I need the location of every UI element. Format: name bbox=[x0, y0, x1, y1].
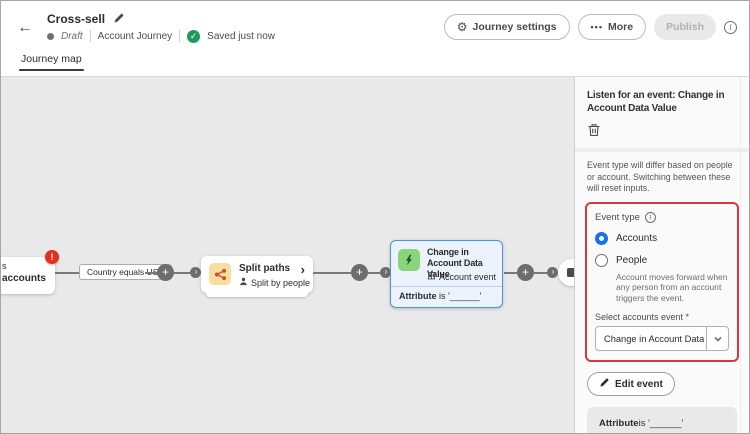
split-paths-node[interactable]: Split paths › Split by people bbox=[201, 256, 313, 297]
saved-status: Saved just now bbox=[207, 30, 275, 42]
edit-title-button[interactable] bbox=[113, 12, 125, 27]
account-building-icon bbox=[427, 271, 436, 282]
journey-title: Cross-sell bbox=[47, 12, 106, 26]
divider bbox=[391, 286, 502, 287]
entry-node-title-fragment: s bbox=[2, 261, 7, 271]
connector-line bbox=[504, 272, 517, 274]
radio-selected-icon bbox=[595, 231, 608, 245]
event-node-subtitle: Account event bbox=[439, 271, 497, 282]
publish-button[interactable]: Publish bbox=[654, 14, 716, 40]
event-type-group: Event type i Accounts People Account mov… bbox=[585, 201, 739, 362]
connector-line bbox=[534, 272, 547, 274]
add-node-button[interactable]: + bbox=[517, 264, 534, 281]
path-arrow-icon: › bbox=[380, 267, 391, 278]
change-account-data-node[interactable]: Change in Account Data Value Account eve… bbox=[390, 240, 503, 308]
journey-type-label: Account Journey bbox=[97, 30, 173, 42]
chevron-down-icon bbox=[706, 327, 728, 350]
tab-journey-map[interactable]: Journey map bbox=[19, 53, 84, 71]
divider bbox=[575, 148, 749, 152]
header: ← Cross-sell Draft Account Journey ✓ Sav… bbox=[1, 1, 749, 53]
divider bbox=[89, 30, 91, 42]
select-value: Change in Account Data Value bbox=[604, 333, 706, 344]
event-node-attribute: Attribute is '______' bbox=[399, 291, 482, 301]
add-node-button[interactable]: + bbox=[157, 264, 174, 281]
entry-node-label: accounts bbox=[2, 273, 46, 284]
error-badge-icon: ! bbox=[45, 250, 59, 264]
connector-line bbox=[368, 272, 380, 274]
gear-icon: ⚙ bbox=[456, 20, 468, 34]
info-icon[interactable]: i bbox=[644, 211, 656, 223]
publish-info-icon[interactable]: i bbox=[724, 20, 737, 34]
event-node-title: Change in Account Data Value bbox=[427, 247, 483, 279]
header-actions: ⚙ Journey settings ••• More Publish i bbox=[443, 14, 737, 40]
select-accounts-event-label: Select accounts event * bbox=[595, 312, 690, 322]
radio-people[interactable]: People bbox=[595, 253, 729, 267]
expand-chevron-icon[interactable]: › bbox=[300, 262, 305, 277]
draft-status-dot bbox=[47, 32, 54, 40]
edit-event-button[interactable]: Edit event bbox=[587, 372, 675, 396]
radio-unselected-icon bbox=[595, 253, 608, 267]
divider bbox=[179, 30, 181, 42]
back-button[interactable]: ← bbox=[13, 17, 37, 39]
journey-end-node[interactable] bbox=[558, 259, 574, 286]
connector-line bbox=[55, 272, 79, 274]
split-paths-icon bbox=[209, 263, 231, 285]
pencil-icon bbox=[113, 12, 125, 27]
draft-status: Draft bbox=[61, 30, 83, 42]
event-bolt-icon bbox=[398, 249, 420, 271]
more-button[interactable]: ••• More bbox=[577, 14, 647, 40]
connector-line bbox=[313, 272, 351, 274]
entry-accounts-node[interactable]: s accounts ! bbox=[1, 250, 59, 294]
end-square-icon bbox=[567, 268, 574, 277]
event-config-panel: Listen for an event: Change in Account D… bbox=[574, 77, 749, 433]
path-arrow-icon: › bbox=[190, 267, 201, 278]
pencil-icon bbox=[599, 377, 610, 391]
trash-icon bbox=[587, 124, 601, 140]
panel-heading: Listen for an event: Change in Account D… bbox=[587, 90, 725, 114]
connector-line bbox=[174, 272, 190, 274]
tab-strip: Journey map bbox=[1, 53, 749, 76]
saved-check-icon: ✓ bbox=[187, 29, 201, 43]
path-arrow-icon: › bbox=[547, 267, 558, 278]
radio-accounts[interactable]: Accounts bbox=[595, 231, 729, 245]
more-dots-icon: ••• bbox=[590, 22, 603, 32]
journey-settings-button[interactable]: ⚙ Journey settings bbox=[443, 14, 570, 40]
title-block: Cross-sell Draft Account Journey ✓ Saved… bbox=[47, 12, 275, 43]
split-paths-subtitle: Split by people bbox=[251, 277, 311, 288]
panel-intro: Event type will differ based on people o… bbox=[587, 160, 733, 193]
people-helper-text: Account moves forward when any person fr… bbox=[616, 271, 728, 303]
connector-line bbox=[145, 272, 157, 274]
accounts-event-select[interactable]: Change in Account Data Value bbox=[595, 326, 729, 351]
person-icon bbox=[239, 277, 248, 288]
attribute-summary-box: Attribute is '______' bbox=[587, 407, 737, 433]
journey-canvas[interactable]: s accounts ! Country equals USA + › Spli… bbox=[1, 77, 574, 433]
add-node-button[interactable]: + bbox=[351, 264, 368, 281]
split-paths-title: Split paths bbox=[239, 263, 291, 274]
event-type-label: Event type bbox=[595, 211, 640, 223]
delete-event-button[interactable] bbox=[587, 123, 601, 140]
